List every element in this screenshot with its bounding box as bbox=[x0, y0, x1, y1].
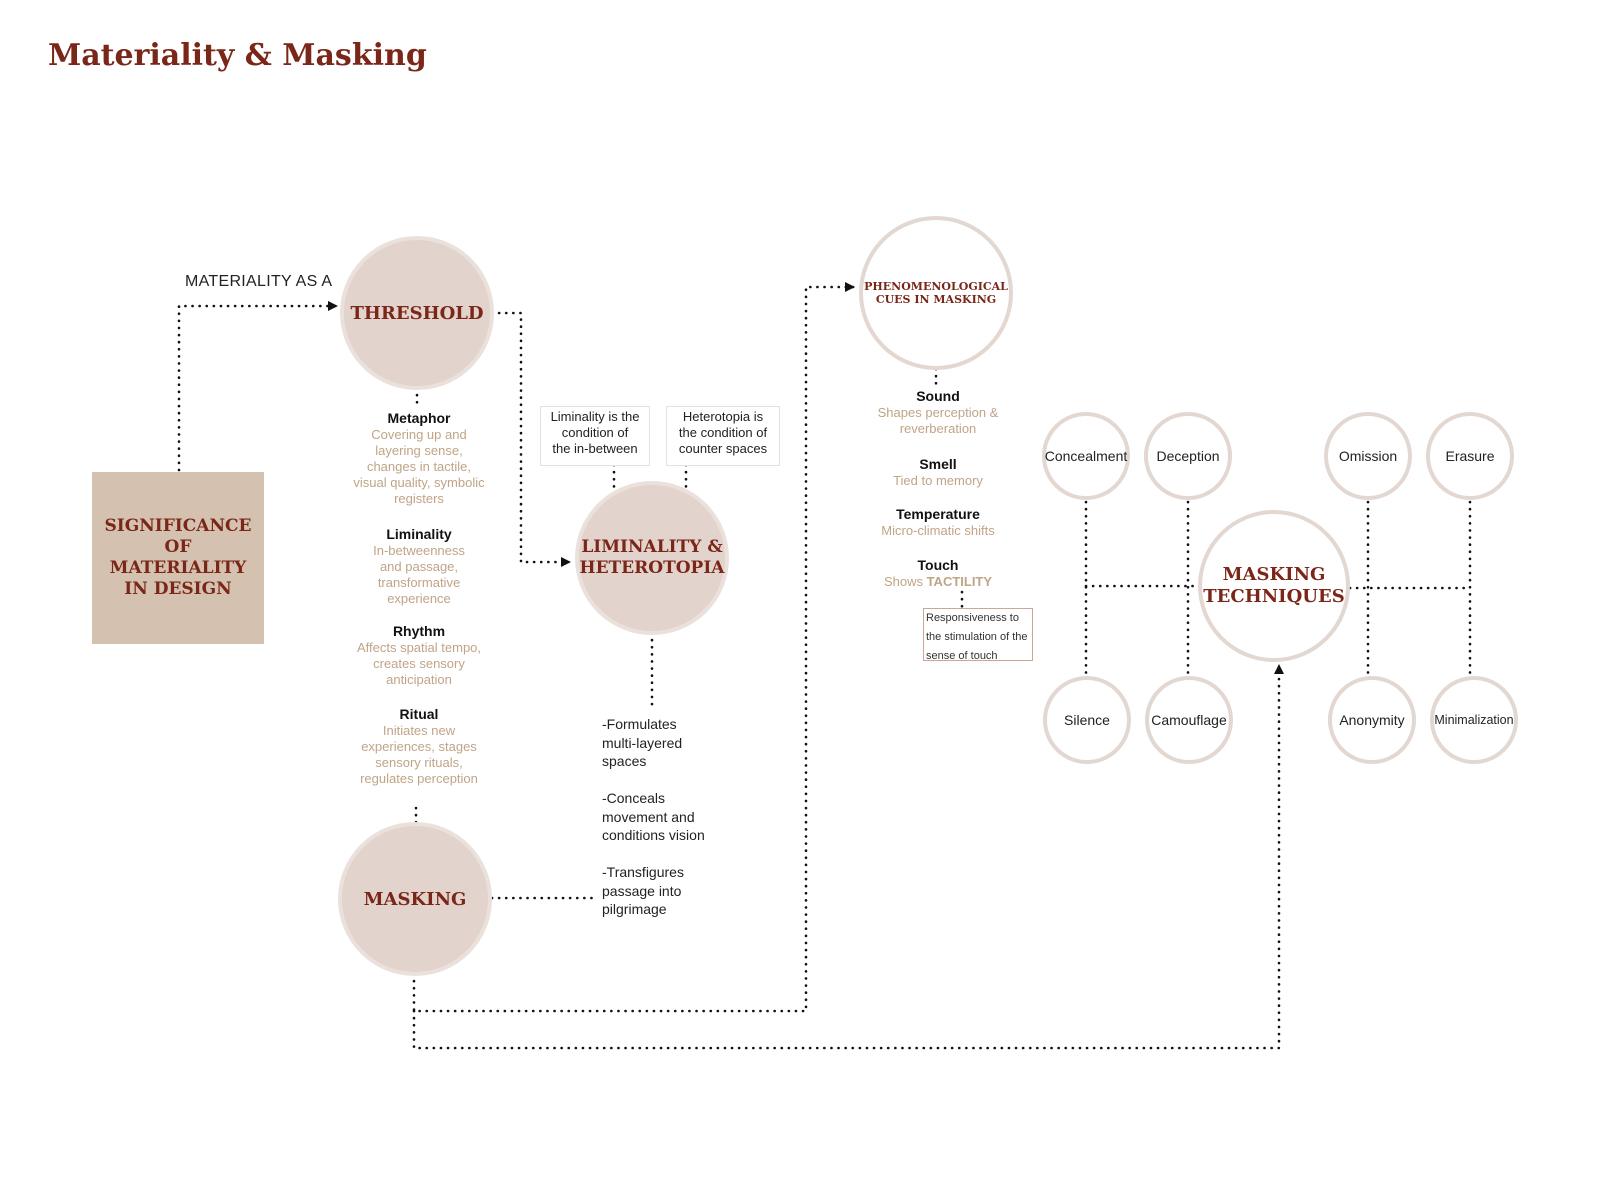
masking-label: MASKING bbox=[363, 888, 467, 910]
cue-description: Shows TACTILITY bbox=[853, 574, 1023, 590]
phenomenological-label: PHENOMENOLOGICAL CUES IN MASKING bbox=[864, 280, 1008, 306]
cue-temperature: Temperature Micro-climatic shifts bbox=[853, 505, 1023, 539]
masking-node: MASKING bbox=[338, 822, 492, 976]
technique-silence: Silence bbox=[1043, 676, 1131, 764]
masking-techniques-node: MASKING TECHNIQUES bbox=[1198, 510, 1350, 662]
liminality-heterotopia-node: LIMINALITY & HETEROTOPIA bbox=[575, 481, 729, 635]
cue-heading: Sound bbox=[916, 388, 960, 404]
attribute-rhythm: Rhythm Affects spatial tempo, creates se… bbox=[334, 622, 504, 688]
technique-label: Camouflage bbox=[1151, 712, 1227, 728]
attribute-heading: Metaphor bbox=[387, 410, 451, 426]
cue-heading: Touch bbox=[917, 557, 959, 573]
attribute-ritual: Ritual Initiates new experiences, stages… bbox=[334, 705, 504, 787]
technique-anonymity: Anonymity bbox=[1328, 676, 1416, 764]
attribute-description: Initiates new experiences, stages sensor… bbox=[360, 723, 478, 786]
technique-label: Omission bbox=[1338, 448, 1398, 464]
cue-description: Shapes perception & reverberation bbox=[877, 405, 999, 436]
cue-smell: Smell Tied to memory bbox=[853, 455, 1023, 489]
technique-concealment: Concealment bbox=[1042, 412, 1130, 500]
threshold-node: THRESHOLD bbox=[340, 236, 494, 390]
attribute-description: In-betweenness and passage, transformati… bbox=[373, 543, 465, 606]
cue-sound: Sound Shapes perception & reverberation bbox=[853, 387, 1023, 437]
page-title: Materiality & Masking bbox=[48, 38, 427, 73]
attribute-liminality: Liminality In-betweenness and passage, t… bbox=[334, 525, 504, 607]
technique-label: Deception bbox=[1156, 448, 1220, 464]
masking-techniques-label: MASKING TECHNIQUES bbox=[1203, 564, 1345, 607]
cue-description: Micro-climatic shifts bbox=[881, 523, 995, 538]
liminality-heterotopia-label: LIMINALITY & HETEROTOPIA bbox=[579, 537, 725, 578]
liminality-definition-note: Liminality is the condition of the in-be… bbox=[540, 406, 650, 466]
technique-omission: Omission bbox=[1324, 412, 1412, 500]
cue-heading: Smell bbox=[919, 456, 957, 472]
technique-label: Minimalization bbox=[1434, 713, 1514, 727]
technique-minimalization: Minimalization bbox=[1430, 676, 1518, 764]
connector-significance-to-threshold bbox=[177, 301, 338, 472]
tactility-emphasis: TACTILITY bbox=[926, 574, 993, 589]
technique-label: Silence bbox=[1064, 712, 1110, 728]
materiality-label: MATERIALITY AS A bbox=[185, 273, 333, 290]
heterotopia-definition-note: Heterotopia is the condition of counter … bbox=[666, 406, 780, 466]
technique-erasure: Erasure bbox=[1426, 412, 1514, 500]
attribute-description: Affects spatial tempo, creates sensory a… bbox=[356, 640, 482, 687]
cue-heading: Temperature bbox=[896, 506, 980, 522]
cue-touch: Touch Shows TACTILITY bbox=[853, 556, 1023, 590]
connector-threshold-to-liminality bbox=[490, 311, 571, 567]
attribute-heading: Liminality bbox=[386, 526, 452, 542]
technique-label: Concealment bbox=[1044, 448, 1128, 464]
technique-camouflage: Camouflage bbox=[1145, 676, 1233, 764]
touch-definition-note: Responsiveness to the stimulation of the… bbox=[923, 608, 1033, 662]
attribute-description: Covering up and layering sense, changes … bbox=[353, 427, 485, 506]
masking-effects-list: -Formulates multi-layered spaces -Concea… bbox=[602, 716, 705, 917]
cue-touch-prefix: Shows bbox=[883, 574, 927, 589]
cue-description: Tied to memory bbox=[893, 473, 983, 488]
significance-box: SIGNIFICANCE OF MATERIALITY IN DESIGN bbox=[92, 472, 264, 644]
technique-deception: Deception bbox=[1144, 412, 1232, 500]
attribute-heading: Ritual bbox=[399, 706, 439, 722]
significance-label: SIGNIFICANCE OF MATERIALITY IN DESIGN bbox=[104, 516, 252, 599]
phenomenological-node: PHENOMENOLOGICAL CUES IN MASKING bbox=[859, 216, 1013, 370]
connector-masking-to-techniques bbox=[412, 664, 1284, 1050]
technique-label: Anonymity bbox=[1339, 712, 1405, 728]
technique-label: Erasure bbox=[1445, 448, 1495, 464]
attribute-heading: Rhythm bbox=[392, 623, 446, 639]
attribute-metaphor: Metaphor Covering up and layering sense,… bbox=[334, 409, 504, 507]
threshold-label: THRESHOLD bbox=[350, 302, 484, 324]
